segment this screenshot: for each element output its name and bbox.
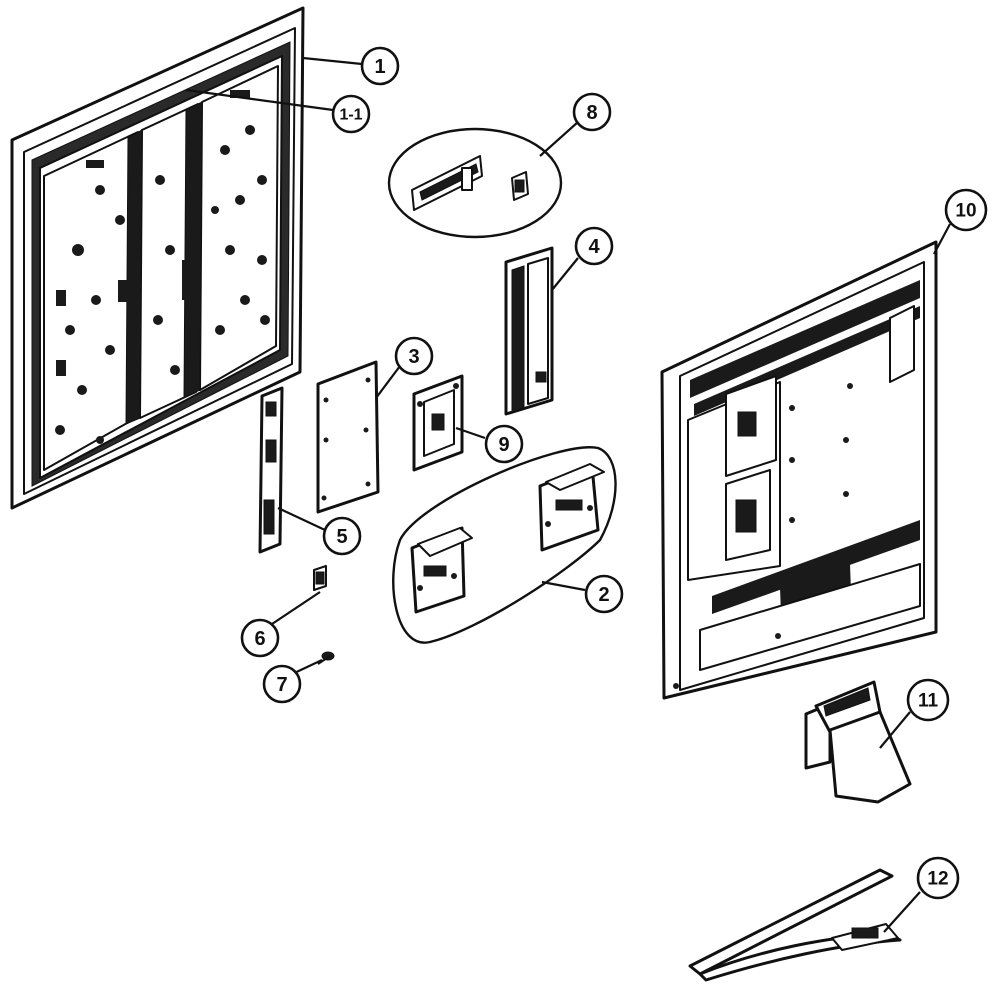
part-10-back-cover — [660, 240, 938, 700]
callout-2: 2 — [584, 574, 624, 614]
part-4-power-board — [504, 246, 554, 416]
callout-8: 8 — [572, 92, 612, 132]
callout-8-label: 8 — [586, 102, 597, 124]
callout-9: 9 — [484, 424, 524, 464]
callout-12: 12 — [916, 856, 960, 900]
part-12-stand-base — [688, 868, 902, 982]
callout-1: 1 — [360, 46, 400, 86]
callout-9-label: 9 — [498, 434, 509, 456]
callout-1-1-label: 1-1 — [339, 107, 362, 124]
part-9-bracket — [412, 374, 464, 472]
leader-lines — [185, 56, 951, 933]
callout-1-1: 1-1 — [331, 94, 371, 134]
callout-11-label: 11 — [918, 691, 939, 712]
callout-3-label: 3 — [408, 346, 419, 368]
callout-10: 10 — [944, 188, 988, 232]
part-3-main-board — [316, 360, 380, 514]
part-5-side-strip — [258, 386, 284, 554]
part-6-connector — [313, 565, 327, 591]
callout-4-label: 4 — [588, 236, 600, 258]
part-7-screw — [317, 651, 335, 665]
part-11-stand-neck — [804, 680, 912, 804]
callout-7: 7 — [262, 664, 302, 704]
callout-2-label: 2 — [598, 584, 609, 606]
callout-11: 11 — [906, 678, 950, 722]
callout-6-label: 6 — [254, 628, 265, 650]
callout-4: 4 — [574, 226, 614, 266]
callout-5-label: 5 — [336, 526, 347, 548]
callout-3: 3 — [394, 336, 434, 376]
part-1-front-bezel — [10, 6, 305, 510]
callout-5: 5 — [322, 516, 362, 556]
callout-6: 6 — [240, 618, 280, 658]
callout-12-label: 12 — [927, 869, 948, 890]
part-8-button-board — [387, 127, 563, 239]
callout-10-label: 10 — [955, 201, 976, 222]
callout-1-label: 1 — [374, 56, 385, 78]
part-2-speakers — [392, 446, 617, 644]
callout-7-label: 7 — [276, 674, 287, 696]
panel-mounting-holes — [55, 90, 270, 444]
